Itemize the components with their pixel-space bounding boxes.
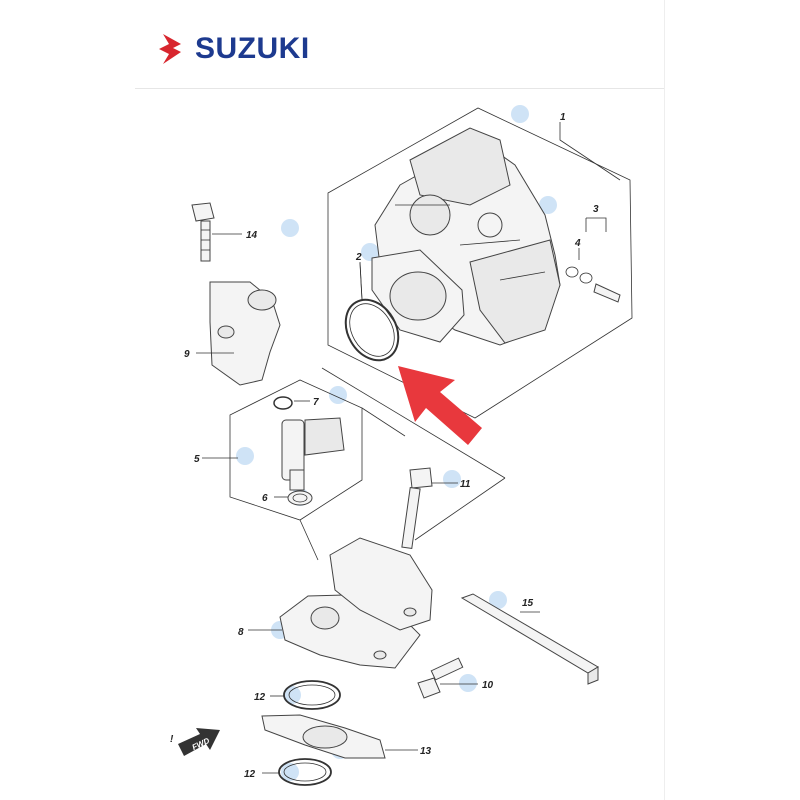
throttle-bore: [389, 271, 447, 321]
red-pointer-arrow: [398, 366, 482, 445]
seal-7: [273, 396, 293, 410]
gasket-12-upper: [283, 680, 341, 710]
seal-6: [287, 490, 313, 506]
fuel-injector-5: [281, 417, 345, 491]
callout-11: 11: [460, 479, 471, 490]
callout-7: 7: [313, 397, 319, 408]
brand-header: SUZUKI: [155, 30, 310, 68]
intake-pipe-8: [279, 537, 433, 669]
callout-13: 13: [420, 746, 432, 757]
gasket-12-lower: [278, 758, 332, 786]
callout-3: 3: [593, 204, 599, 215]
brand-wordmark: SUZUKI: [195, 32, 310, 65]
adjust-screw-and-washers: [565, 217, 621, 303]
callout-15: 15: [522, 598, 534, 609]
callout-2: 2: [355, 252, 362, 263]
callout-1: 1: [560, 112, 566, 123]
callout-5: 5: [194, 454, 200, 465]
callout-8: 8: [238, 627, 244, 638]
callout-12-lower: 12: [244, 769, 256, 780]
o-ring-2: [344, 298, 400, 362]
callout-9: 9: [184, 349, 190, 360]
injector-group-frame: [229, 379, 363, 521]
callout-12-upper: 12: [254, 692, 266, 703]
callout-14: 14: [246, 230, 258, 241]
callout-6: 6: [262, 493, 268, 504]
bolt-11: [401, 467, 433, 549]
header-divider: [135, 88, 665, 89]
injector-bracket-9: [209, 281, 281, 386]
right-edge-line: [664, 0, 665, 800]
bolt-14: [191, 202, 215, 262]
suzuki-s-logo-icon: [159, 34, 181, 64]
svg-text:!: !: [170, 734, 174, 745]
callout-10: 10: [482, 680, 494, 691]
fwd-direction-icon: FWD !: [170, 728, 220, 756]
throttle-body-group-frame: [327, 107, 633, 419]
bolt-10: [417, 657, 464, 699]
callout-4: 4: [574, 238, 581, 249]
